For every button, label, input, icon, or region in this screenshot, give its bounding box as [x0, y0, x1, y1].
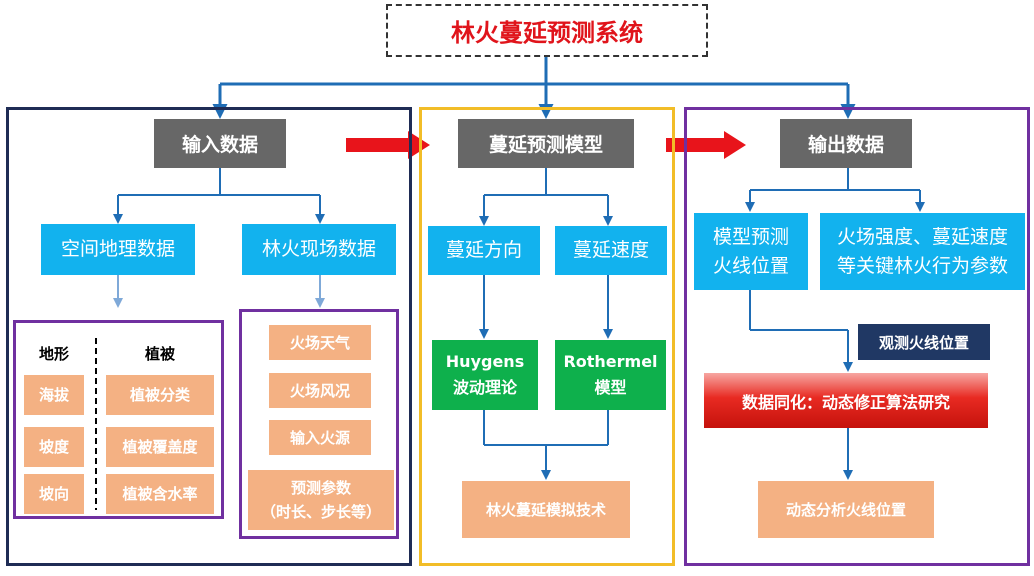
data-assimilation-box: 数据同化：动态修正算法研究 [704, 373, 988, 428]
output-data-header: 输出数据 [780, 119, 912, 168]
vegetation-item-moisture: 植被含水率 [106, 474, 214, 514]
terrain-item-slope: 坡度 [24, 427, 84, 467]
predicted-fireline-line2: 火线位置 [712, 254, 789, 277]
field-data-box: 林火现场数据 [242, 224, 396, 275]
terrain-vegetation-group [13, 320, 224, 519]
input-data-header: 输入数据 [154, 119, 286, 168]
prediction-params-box: 预测参数 （时长、步长等） [248, 470, 394, 530]
vegetation-item-coverage: 植被覆盖度 [106, 427, 214, 467]
vegetation-item-classification: 植被分类 [106, 375, 214, 415]
field-item-ignition: 输入火源 [269, 420, 371, 455]
spread-simulation-box: 林火蔓延模拟技术 [462, 481, 630, 538]
rothermel-line1: Rothermel [563, 352, 658, 372]
predicted-fireline-line1: 模型预测 [712, 226, 789, 248]
vegetation-label: 植被 [144, 344, 175, 363]
spread-speed-box: 蔓延速度 [555, 226, 667, 275]
huygens-line2: 波动理论 [452, 378, 517, 397]
huygens-line1: Huygens [445, 352, 525, 372]
predicted-fireline-box: 模型预测 火线位置 [694, 213, 808, 290]
fire-behavior-params-box: 火场强度、蔓延速度 等关键林火行为参数 [820, 213, 1025, 290]
field-item-wind: 火场风况 [269, 373, 371, 408]
field-data-group [239, 309, 399, 539]
model-panel [419, 107, 675, 566]
fire-behavior-line1: 火场强度、蔓延速度 [836, 226, 1008, 248]
observed-fireline-box: 观测火线位置 [858, 324, 990, 360]
terrain-item-elevation: 海拔 [24, 375, 84, 415]
input-panel [6, 107, 412, 566]
rothermel-line2: 模型 [594, 378, 627, 397]
prediction-params-line1: 预测参数 [290, 479, 351, 497]
huygens-theory-box: Huygens 波动理论 [432, 340, 538, 410]
terrain-item-aspect: 坡向 [24, 474, 84, 514]
fire-behavior-line2: 等关键林火行为参数 [836, 254, 1008, 277]
dynamic-fireline-box: 动态分析火线位置 [758, 481, 934, 538]
output-panel [684, 107, 1030, 566]
spatial-data-box: 空间地理数据 [41, 224, 195, 275]
spread-direction-box: 蔓延方向 [428, 226, 540, 275]
system-title: 林火蔓延预测系统 [386, 4, 708, 57]
prediction-params-line2: （时长、步长等） [260, 503, 381, 521]
rothermel-model-box: Rothermel 模型 [555, 340, 666, 410]
field-item-weather: 火场天气 [269, 325, 371, 360]
terrain-label: 地形 [38, 344, 69, 363]
model-header: 蔓延预测模型 [458, 119, 634, 168]
